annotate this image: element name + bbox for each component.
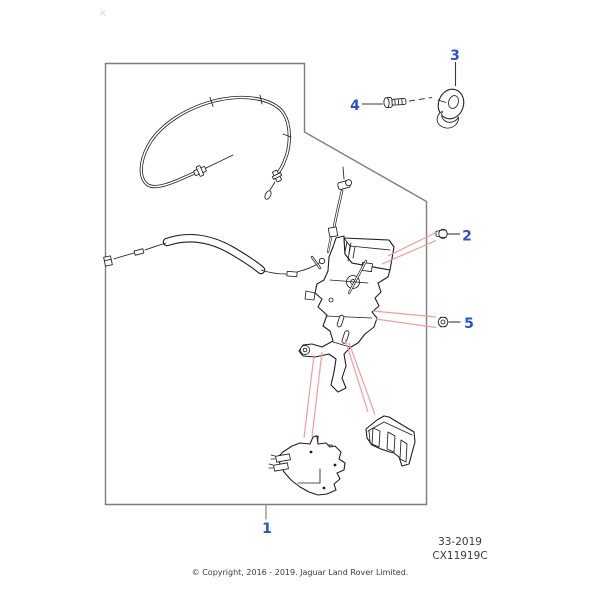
callout-5[interactable]: 5 bbox=[464, 316, 474, 332]
latch-assembly-part bbox=[298, 235, 395, 393]
callout-1[interactable]: 1 bbox=[262, 521, 272, 537]
release-cable-part bbox=[139, 94, 292, 200]
screw-part-2 bbox=[435, 228, 448, 239]
part-code-block: 33-2019 CX11919C bbox=[410, 536, 510, 563]
figure-code: 33-2019 bbox=[438, 536, 482, 548]
cable-end-fitting bbox=[193, 165, 207, 177]
leader-lines-callout bbox=[265, 62, 461, 520]
actuator-part bbox=[268, 435, 346, 496]
lock-rod-part bbox=[326, 166, 352, 254]
cover-bracket-part bbox=[365, 415, 416, 467]
grommet-part bbox=[436, 88, 465, 129]
corner-mark bbox=[99, 9, 106, 17]
cable-nipple bbox=[264, 190, 272, 200]
drawing-code: CX11919C bbox=[432, 549, 488, 562]
leader-lines-red bbox=[303, 231, 437, 439]
copyright-text: © Copyright, 2016 - 2019. Jaguar Land Ro… bbox=[191, 568, 409, 577]
callouts: 1 2 3 4 5 bbox=[262, 48, 474, 537]
door-handle-cable-part bbox=[103, 234, 326, 278]
latch-housing bbox=[343, 237, 395, 271]
cable-end-fitting bbox=[271, 169, 283, 183]
rod-clip bbox=[327, 226, 339, 238]
diagram-border-frame bbox=[104, 62, 428, 506]
screw-part-4 bbox=[383, 97, 433, 109]
callout-4[interactable]: 4 bbox=[350, 98, 360, 114]
cable-connector bbox=[103, 255, 113, 267]
callout-2[interactable]: 2 bbox=[462, 229, 472, 245]
rod-clip bbox=[337, 179, 352, 190]
callout-3[interactable]: 3 bbox=[450, 48, 460, 64]
cable-eyelet bbox=[318, 257, 326, 265]
nut-part-5 bbox=[437, 316, 449, 328]
